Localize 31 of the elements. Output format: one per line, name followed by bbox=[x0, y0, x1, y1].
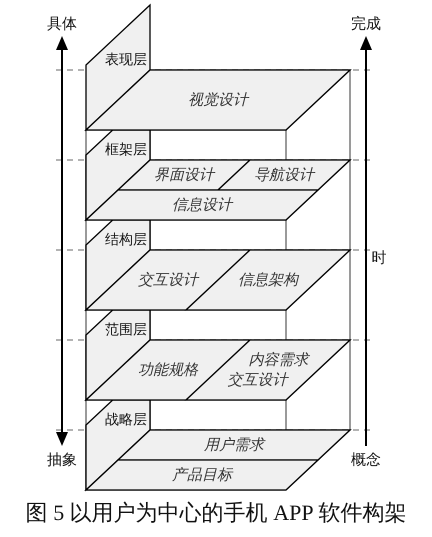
layer-title: 表现层 bbox=[105, 52, 147, 68]
section-label: 产品目标 bbox=[172, 466, 232, 484]
plane-section bbox=[86, 460, 318, 490]
axis-label: 抽象 bbox=[47, 452, 77, 468]
section-label: 内容需求 bbox=[248, 352, 309, 368]
figure-caption: 图 5 以用户为中心的手机 APP 软件构架 bbox=[26, 500, 406, 526]
section-label: 视觉设计 bbox=[188, 92, 248, 108]
axis-label: 概念 bbox=[351, 452, 381, 468]
layer-panel bbox=[86, 130, 350, 220]
layer-panel bbox=[86, 220, 350, 310]
plane-section bbox=[118, 430, 350, 460]
layer-title: 战略层 bbox=[105, 412, 147, 428]
layer-title: 范围层 bbox=[105, 322, 147, 338]
section-label: 用户需求 bbox=[204, 436, 264, 454]
axis-label: 具体 bbox=[47, 16, 77, 32]
layer-panel bbox=[86, 5, 350, 130]
axis-label: 时 bbox=[372, 250, 386, 266]
layer-title: 框架层 bbox=[105, 142, 147, 158]
plane-section bbox=[218, 160, 350, 190]
section-label: 信息架构 bbox=[238, 272, 298, 288]
layer-title: 结构层 bbox=[105, 232, 147, 248]
section-label: 信息设计 bbox=[172, 196, 232, 214]
section-label: 交互设计 bbox=[138, 272, 198, 288]
layer-panel bbox=[86, 400, 350, 490]
section-label: 交互设计 bbox=[227, 372, 288, 388]
section-label: 导航设计 bbox=[254, 166, 314, 184]
section-label: 界面设计 bbox=[154, 166, 214, 184]
layer-panel bbox=[86, 310, 350, 400]
axis-label: 完成 bbox=[351, 16, 381, 32]
section-label: 功能规格 bbox=[138, 362, 198, 378]
plane-section bbox=[86, 190, 318, 220]
